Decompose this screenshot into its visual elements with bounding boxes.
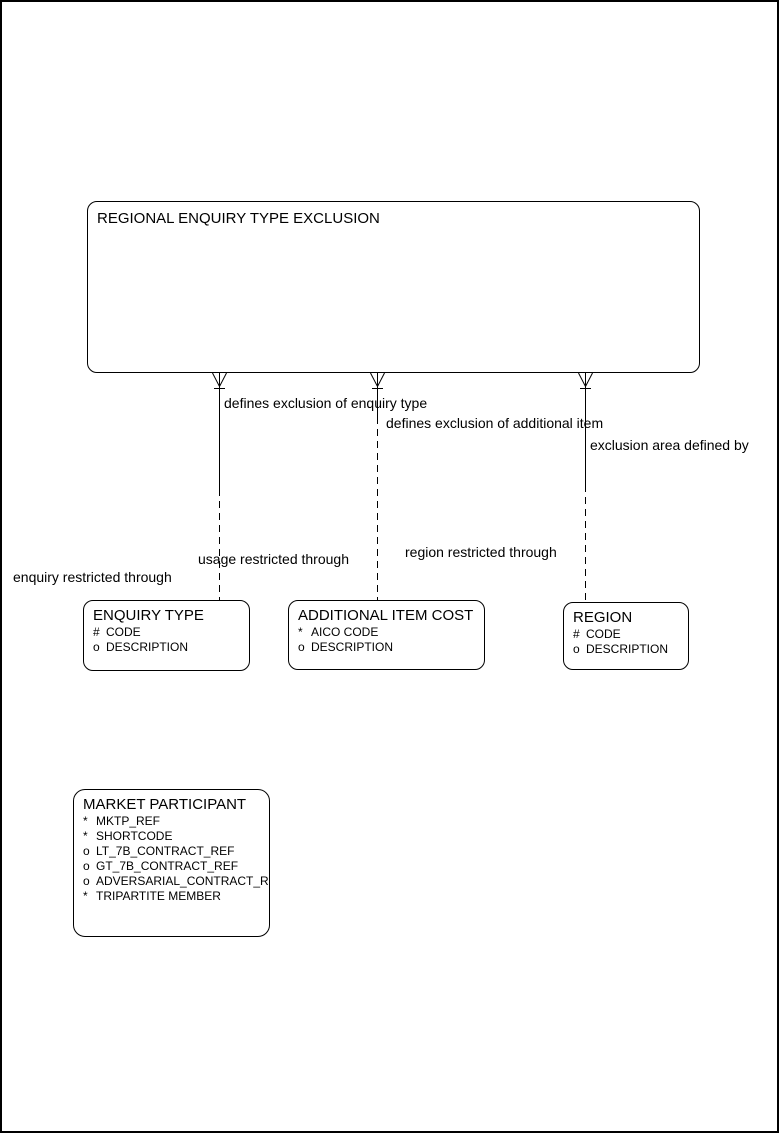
relationship-label-defines-exclusion-of-additional-item: defines exclusion of additional item xyxy=(386,415,604,431)
relationship-label-usage-restricted-through: usage restricted through xyxy=(198,551,349,567)
attribute-marker: o xyxy=(573,642,580,656)
entity-title: REGION xyxy=(573,609,633,626)
attribute-row: o GT_7B_CONTRACT_REF xyxy=(83,859,269,874)
attribute-name: ADVERSARIAL_CONTRACT_REF xyxy=(96,874,270,888)
attribute-row: o DESCRIPTION xyxy=(298,640,484,655)
attribute-row: * AICO CODE xyxy=(298,625,484,640)
attribute-row: # CODE xyxy=(93,625,249,640)
attribute-row: o DESCRIPTION xyxy=(573,642,688,657)
attribute-name: CODE xyxy=(586,627,621,641)
attribute-name: CODE xyxy=(106,625,141,639)
attribute-marker: * xyxy=(83,814,88,828)
entity-title: REGIONAL ENQUIRY TYPE EXCLUSION xyxy=(97,210,380,227)
attribute-marker: * xyxy=(83,889,88,903)
attribute-marker: o xyxy=(93,640,100,654)
attribute-name: MKTP_REF xyxy=(96,814,161,828)
entity-title: ADDITIONAL ITEM COST xyxy=(298,607,474,624)
attribute-marker: # xyxy=(93,625,100,639)
entity-regional-enquiry-type-exclusion[interactable]: REGIONAL ENQUIRY TYPE EXCLUSION xyxy=(87,201,700,373)
entity-market-participant[interactable]: MARKET PARTICIPANT * MKTP_REF * SHORTCOD… xyxy=(73,789,270,937)
relationship-line-additional-item-cost[interactable] xyxy=(370,372,385,600)
entity-region[interactable]: REGION # CODE o DESCRIPTION xyxy=(563,602,689,670)
attribute-row: o ADVERSARIAL_CONTRACT_REF xyxy=(83,874,269,889)
attribute-marker: o xyxy=(83,874,90,888)
attribute-name: LT_7B_CONTRACT_REF xyxy=(96,844,235,858)
attribute-row: * MKTP_REF xyxy=(83,814,269,829)
relationship-line-enquiry-type[interactable] xyxy=(212,372,227,600)
attribute-name: SHORTCODE xyxy=(96,829,173,843)
attribute-row: # CODE xyxy=(573,627,688,642)
attribute-marker: o xyxy=(83,844,90,858)
relationship-label-enquiry-restricted-through: enquiry restricted through xyxy=(13,569,172,585)
relationship-label-region-restricted-through: region restricted through xyxy=(405,544,557,560)
relationship-line-region[interactable] xyxy=(578,372,593,602)
attribute-name: DESCRIPTION xyxy=(311,640,394,654)
entity-title: MARKET PARTICIPANT xyxy=(83,796,247,813)
relationship-label-exclusion-area-defined-by: exclusion area defined by xyxy=(590,437,749,453)
attribute-marker: * xyxy=(298,625,303,639)
attribute-marker: o xyxy=(83,859,90,873)
entity-enquiry-type[interactable]: ENQUIRY TYPE # CODE o DESCRIPTION xyxy=(83,600,250,671)
attribute-name: TRIPARTITE MEMBER xyxy=(96,889,221,903)
attribute-marker: o xyxy=(298,640,305,654)
attribute-row: * SHORTCODE xyxy=(83,829,269,844)
attribute-marker: # xyxy=(573,627,580,641)
attribute-name: GT_7B_CONTRACT_REF xyxy=(96,859,239,873)
entity-title: ENQUIRY TYPE xyxy=(93,607,204,624)
attribute-marker: * xyxy=(83,829,88,843)
relationship-label-defines-exclusion-of-enquiry-type: defines exclusion of enquiry type xyxy=(224,395,428,411)
attribute-name: AICO CODE xyxy=(311,625,379,639)
entity-additional-item-cost[interactable]: ADDITIONAL ITEM COST * AICO CODE o DESCR… xyxy=(288,600,485,670)
attribute-row: o DESCRIPTION xyxy=(93,640,249,655)
attribute-row: * TRIPARTITE MEMBER xyxy=(83,889,269,904)
attribute-name: DESCRIPTION xyxy=(586,642,669,656)
attribute-name: DESCRIPTION xyxy=(106,640,189,654)
attribute-row: o LT_7B_CONTRACT_REF xyxy=(83,844,269,859)
